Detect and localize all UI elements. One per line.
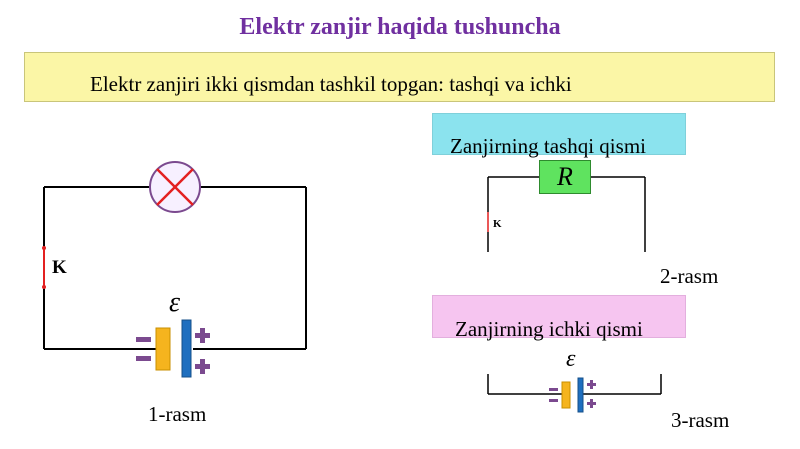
inner-part-box [432, 295, 686, 338]
intro-text: Elektr zanjiri ikki qismdan tashkil topg… [90, 72, 572, 96]
intro-box [24, 52, 775, 102]
fig3-emf-symbol: ε [566, 346, 576, 372]
figure2-caption: 2-rasm [660, 264, 719, 288]
fig1-switch-label: K [52, 257, 67, 278]
lamp-icon [149, 161, 201, 213]
battery-small-icon [549, 377, 596, 413]
figure2-circuit [487, 176, 646, 252]
inner-part-label: Zanjirning ichki qismi [455, 317, 643, 341]
fig1-switch-contact-bottom [42, 285, 46, 289]
fig1-emf-symbol: ε [169, 287, 181, 318]
resistor-label: R [557, 162, 573, 191]
figure3-circuit [487, 374, 662, 413]
figure1-caption: 1-rasm [148, 402, 207, 426]
battery-icon [136, 319, 210, 378]
page-title: Elektr zanjir haqida tushuncha [239, 14, 561, 40]
figure1-circuit [42, 161, 307, 378]
resistor [539, 160, 591, 194]
figure3-caption: 3-rasm [671, 408, 730, 432]
fig1-switch-contact-top [42, 246, 46, 250]
outer-part-label: Zanjirning tashqi qismi [450, 134, 646, 158]
fig2-switch-label: K [493, 218, 502, 230]
outer-part-box [432, 113, 686, 155]
